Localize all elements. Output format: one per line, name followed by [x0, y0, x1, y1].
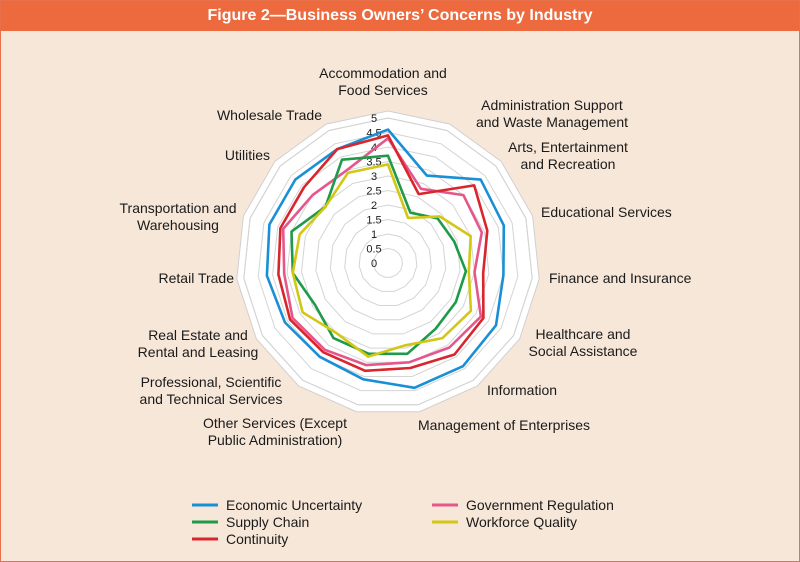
category-label: Social Assistance [529, 343, 638, 359]
series-line-continuity [277, 134, 489, 373]
category-label: Arts, Entertainment [508, 139, 628, 155]
category-label: and Waste Management [476, 114, 628, 130]
category-label: Real Estate and [148, 327, 248, 343]
legend-label: Continuity [226, 531, 288, 547]
radar-grid-ring [315, 189, 461, 335]
category-label: Utilities [225, 147, 270, 163]
category-label: Wholesale Trade [217, 107, 322, 123]
category-label: Accommodation and [319, 65, 447, 81]
category-label: Warehousing [137, 217, 219, 233]
category-label: Public Administration) [208, 432, 343, 448]
radar-tick-label: 3 [371, 171, 377, 183]
legend-label: Supply Chain [226, 514, 309, 530]
category-label: Educational Services [541, 204, 672, 220]
category-label: Rental and Leasing [138, 344, 259, 360]
legend-label: Government Regulation [466, 497, 614, 513]
category-label: Food Services [338, 82, 427, 98]
radar-grid-ring [272, 146, 504, 377]
category-label: Information [487, 382, 557, 398]
category-label: and Recreation [521, 156, 616, 172]
legend-label: Economic Uncertainty [226, 497, 362, 513]
radar-grid-ring [373, 247, 403, 278]
radar-grid-ring [344, 218, 432, 306]
radar-tick-label: 2 [371, 200, 377, 212]
category-label: Other Services (Except [203, 415, 347, 431]
radar-tick-label: 2.5 [366, 186, 381, 198]
series-line-workforce-quality [291, 163, 473, 358]
radar-grid-ring [243, 117, 533, 406]
category-label: Administration Support [481, 97, 623, 113]
series-line-supply-chain [290, 154, 468, 356]
radar-grid-ring [286, 160, 490, 363]
radar-tick-label: 1 [371, 229, 377, 241]
category-label: Healthcare and [536, 326, 631, 342]
series-line-economic-uncertainty [265, 128, 506, 390]
legend-label: Workforce Quality [466, 514, 577, 530]
radar-tick-label: 5 [371, 113, 377, 125]
radar-grid-ring [257, 131, 519, 392]
radar-tick-label: 1.5 [366, 215, 381, 227]
category-label: Transportation and [120, 200, 237, 216]
category-label: Finance and Insurance [549, 270, 692, 286]
category-label: and Technical Services [140, 391, 283, 407]
category-label: Management of Enterprises [418, 417, 590, 433]
series-line-government-regulation [281, 137, 484, 367]
category-label: Professional, Scientific [141, 374, 282, 390]
radar-tick-label: 0 [371, 258, 377, 270]
figure-title: Figure 2—Business Owners’ Concerns by In… [1, 1, 799, 31]
radar-grid-ring [329, 204, 447, 321]
radar-tick-label: 0.5 [366, 244, 381, 256]
category-label: Retail Trade [159, 270, 235, 286]
radar-grid-ring [358, 233, 418, 292]
